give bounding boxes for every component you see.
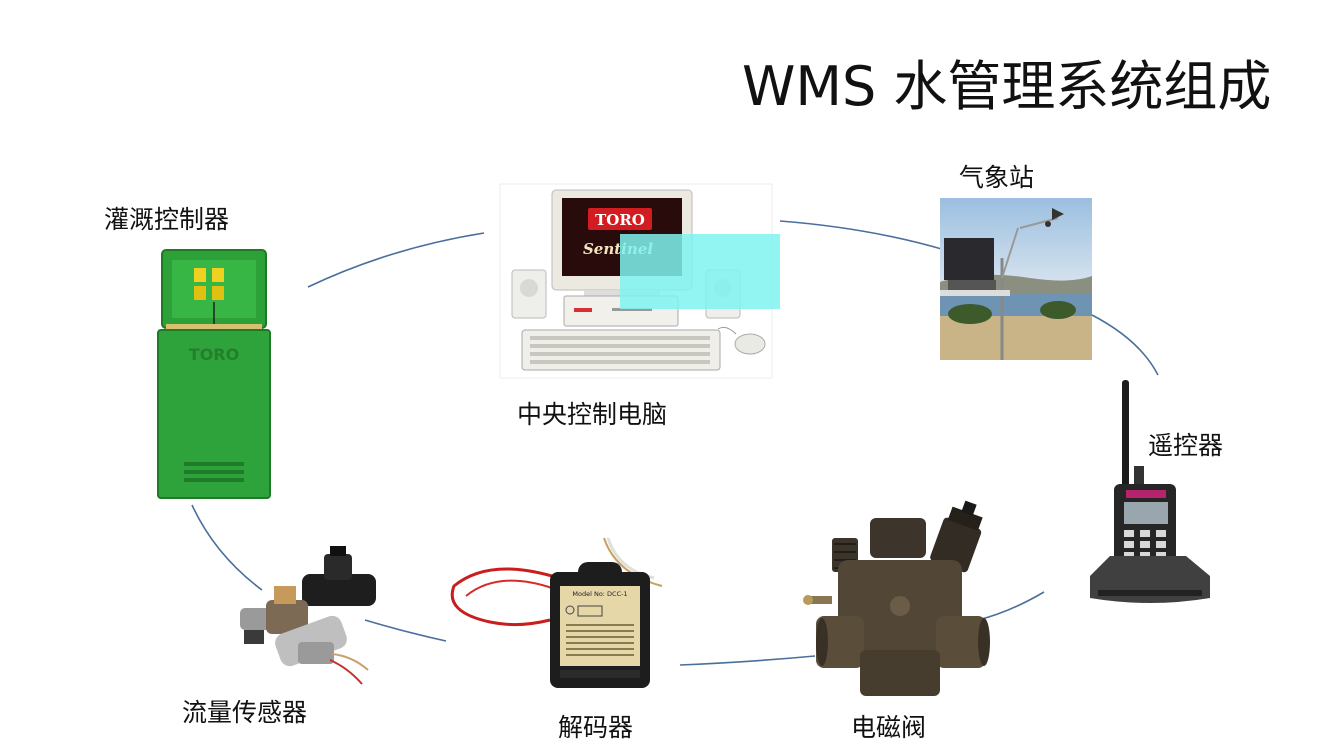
desktop-computer-icon: TORO Sentinel [499, 183, 780, 379]
connector-controller-computer [307, 232, 485, 288]
highlight-overlay [620, 234, 780, 309]
weather-station-icon [940, 198, 1092, 360]
connector-weather-remote [1091, 314, 1159, 376]
walkie-talkie-icon [1086, 380, 1214, 608]
label-solenoid-valve: 电磁阀 [851, 713, 927, 742]
decoder-model-text: Model No: DCC-1 [572, 590, 627, 598]
label-weather-station: 气象站 [959, 163, 1035, 192]
label-remote-control: 遥控器 [1148, 431, 1224, 460]
label-central-computer: 中央控制电脑 [517, 400, 668, 429]
connector-valve-decoder [679, 655, 816, 666]
solenoid-valve-icon [798, 500, 998, 700]
connector-computer-weather [779, 220, 946, 251]
label-flow-sensor: 流量传感器 [182, 698, 308, 727]
computer-brand-text: TORO [595, 211, 645, 229]
label-decoder: 解码器 [558, 713, 634, 742]
controller-brand-text: TORO [189, 345, 239, 364]
irrigation-controller-icon: TORO [156, 248, 272, 500]
label-irrigation-controller: 灌溉控制器 [104, 205, 230, 234]
decoder-icon: Model No: DCC-1 [448, 530, 678, 692]
page-title: WMS 水管理系统组成 [742, 55, 1272, 118]
flow-sensor-icon [236, 544, 386, 690]
